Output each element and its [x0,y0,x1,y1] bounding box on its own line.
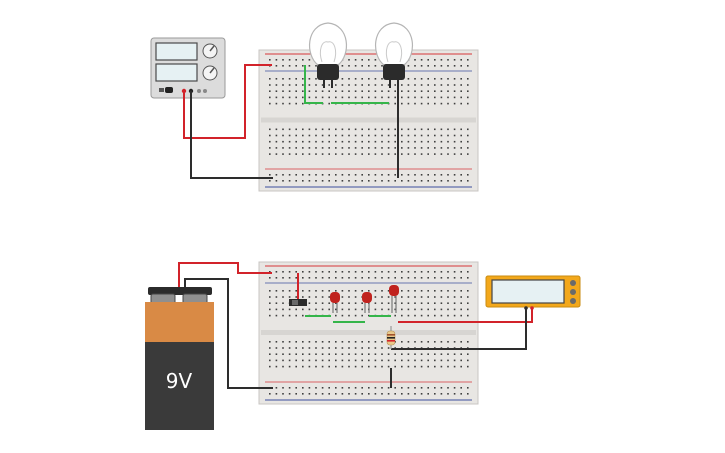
breadboard-bottom[interactable] [258,261,479,405]
lightbulb-icon[interactable] [374,22,414,88]
wire-red-battery[interactable] [178,262,272,287]
wire-black-battery[interactable] [184,278,273,389]
red-led-icon[interactable] [330,292,340,313]
wire-red-supply[interactable] [183,64,272,139]
red-led-icon[interactable] [362,292,372,313]
lightbulb-icon[interactable] [308,22,348,88]
wire-red-meter[interactable] [398,309,533,323]
wire-green-1[interactable] [304,65,323,104]
slide-switch-icon[interactable] [289,299,307,306]
wire-black-meter[interactable] [391,309,527,350]
voltage-display [155,42,198,61]
breadboard-top[interactable] [258,49,479,192]
current-display [155,63,198,82]
power-switch-icon[interactable] [165,87,173,93]
red-led-icon[interactable] [389,285,399,313]
battery-9v-icon[interactable]: 9V [145,287,214,430]
dc-power-supply-icon[interactable] [150,37,226,99]
wire-black-supply[interactable] [190,91,273,179]
battery-label: 9V [166,369,193,393]
multimeter-icon[interactable] [485,275,581,310]
resistor-icon[interactable] [386,326,396,349]
meter-display [491,279,565,304]
